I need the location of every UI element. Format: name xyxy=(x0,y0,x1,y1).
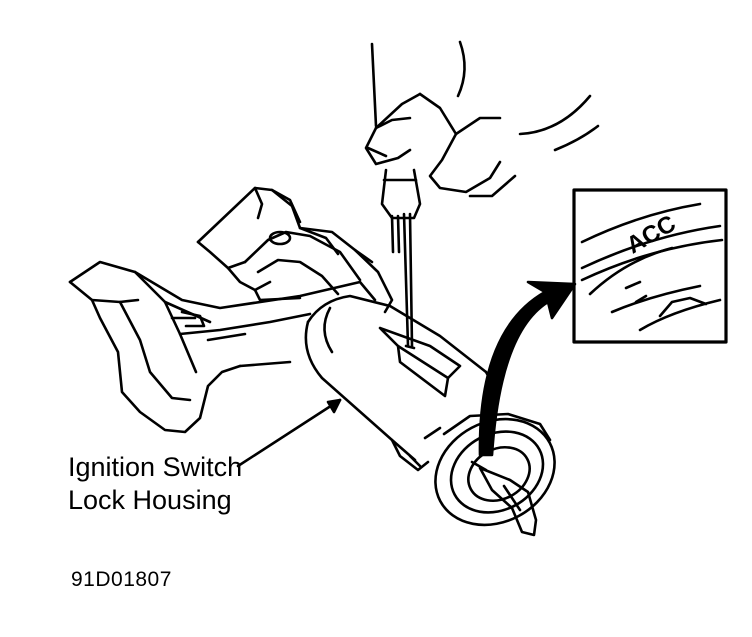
callout-label-line2: Lock Housing xyxy=(68,485,232,515)
screwdriver-icon xyxy=(380,168,422,350)
column-bracket xyxy=(68,260,377,434)
hand-icon xyxy=(364,40,600,198)
rotation-arrow-icon xyxy=(478,280,577,457)
key-icon xyxy=(470,460,538,537)
detail-inset xyxy=(572,188,728,344)
lock-housing-cylinder xyxy=(304,294,495,472)
callout-arrow xyxy=(236,398,342,468)
callout-label-line1: Ignition Switch xyxy=(68,452,243,482)
figure-code: 91D01807 xyxy=(71,568,172,591)
switch-body xyxy=(196,186,394,314)
